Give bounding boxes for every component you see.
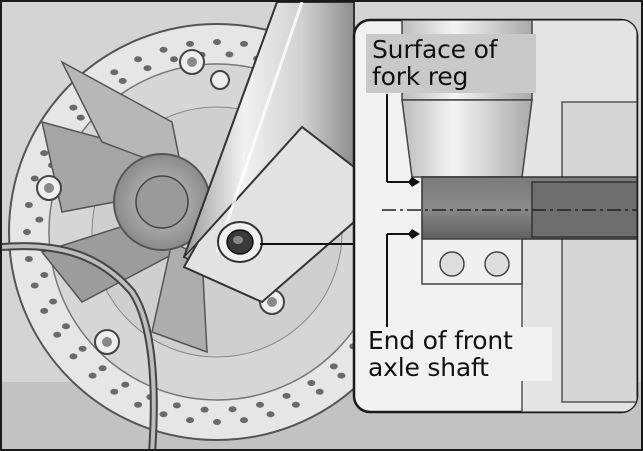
disc-hole — [170, 56, 178, 63]
disc-hole — [78, 345, 87, 352]
axle-bolt — [217, 221, 263, 263]
disc-hole — [159, 411, 168, 418]
disc-hole — [118, 78, 127, 84]
disc-hole — [24, 202, 33, 208]
disc-hole — [35, 216, 44, 223]
disc-hole — [110, 388, 119, 395]
disc-hole — [134, 56, 143, 63]
disc-hole — [200, 406, 209, 413]
disc-hole — [213, 419, 221, 425]
callout-markers — [386, 94, 420, 330]
disc-hole — [266, 411, 275, 418]
disc-hole — [40, 150, 49, 157]
disc-hole — [172, 402, 181, 409]
disc-hole — [186, 40, 194, 47]
disc-hole — [30, 175, 39, 182]
disc-hole — [24, 256, 33, 262]
disc-hole — [69, 104, 78, 111]
brake-hose-highlight — [2, 244, 156, 449]
disc-hole — [23, 229, 31, 235]
disc-hole — [76, 114, 85, 121]
label-surface-of-fork-leg: Surface of fork reg — [366, 34, 536, 93]
disc-hole — [88, 372, 97, 379]
label-end-of-front-axle-shaft: End of front axle shaft — [364, 327, 552, 381]
disc-hole — [62, 323, 70, 330]
disc-hole — [69, 353, 78, 360]
disc-hole — [315, 388, 324, 395]
disc-hole — [337, 372, 346, 379]
disc-hole — [291, 401, 300, 408]
disc-hole — [225, 51, 234, 58]
disc-hole — [98, 365, 107, 372]
disc-hole — [110, 69, 119, 76]
disc-hole — [228, 406, 237, 413]
disc-hole — [240, 40, 248, 47]
disc-hole — [30, 282, 39, 289]
disc-hole — [240, 417, 248, 424]
disc-hole — [159, 46, 168, 53]
disc-hole — [40, 307, 49, 314]
wheel-hub — [40, 60, 211, 354]
disc-hole — [282, 392, 291, 399]
disc-hole — [134, 401, 143, 408]
disc-hole — [143, 65, 152, 72]
disc-hole — [121, 381, 130, 388]
disc-hole — [329, 363, 338, 370]
detail-inset — [352, 18, 639, 414]
disc-hole — [186, 417, 194, 424]
disc-hole — [49, 298, 58, 305]
disc-hole — [40, 272, 49, 278]
disc-hole — [307, 380, 316, 386]
disc-hole — [53, 331, 62, 338]
disc-hole — [213, 39, 221, 45]
disc-hole — [256, 401, 264, 408]
